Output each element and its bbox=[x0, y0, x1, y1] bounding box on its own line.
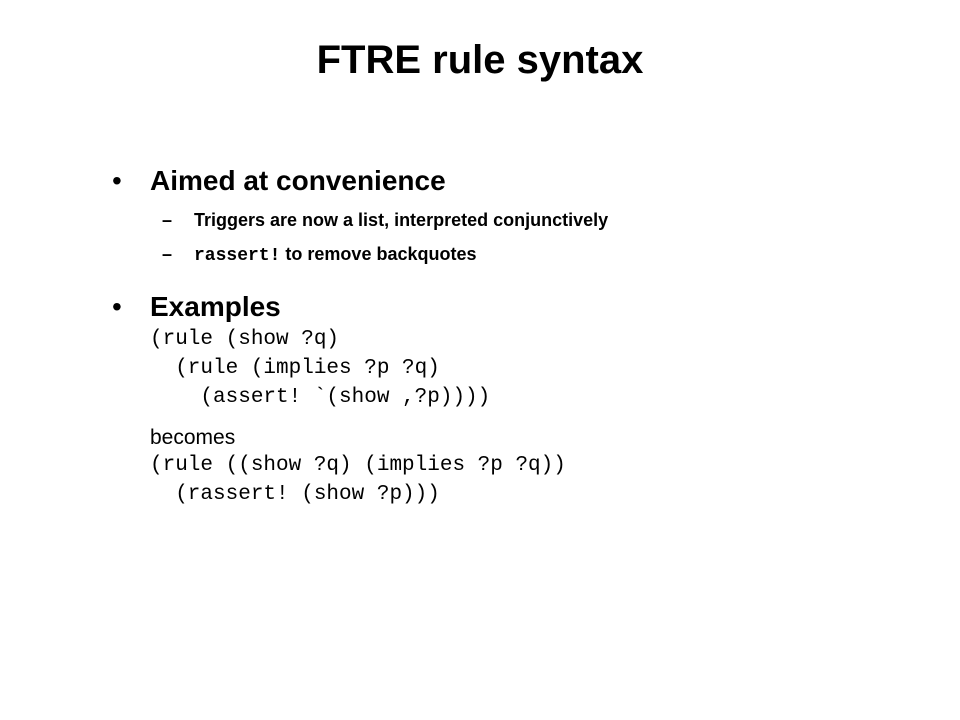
bullet-dot-icon: • bbox=[112, 165, 122, 196]
sub-bullet-text: Triggers are now a list, interpreted con… bbox=[194, 210, 609, 230]
dash-icon: – bbox=[162, 244, 173, 264]
code-line: (rassert! (show ?p))) bbox=[150, 483, 440, 506]
code-example-after: (rule ((show ?q) (implies ?p ?q)) (rasse… bbox=[150, 451, 912, 509]
sub-bullet-triggers: – Triggers are now a list, interpreted c… bbox=[112, 203, 912, 237]
slide-title: FTRE rule syntax bbox=[316, 38, 644, 82]
becomes-label: becomes bbox=[150, 426, 236, 449]
bullet-aimed-at-convenience: • Aimed at convenience bbox=[112, 163, 912, 199]
sub-bullet-rassert: – rassert! to remove backquotes bbox=[112, 237, 912, 273]
dash-icon: – bbox=[162, 210, 173, 230]
sub-bullet-text: to remove backquotes bbox=[280, 244, 477, 264]
code-line: (rule ((show ?q) (implies ?p ?q)) bbox=[150, 454, 566, 477]
bullet-text: Examples bbox=[150, 291, 281, 322]
code-example-before: (rule (show ?q) (rule (implies ?p ?q) (a… bbox=[150, 325, 912, 412]
spacer bbox=[112, 273, 912, 289]
code-line: (rule (implies ?p ?q) bbox=[150, 357, 440, 380]
sub-bullet-list: – Triggers are now a list, interpreted c… bbox=[112, 203, 912, 273]
code-line: (rule (show ?q) bbox=[150, 328, 340, 351]
bullet-text: Aimed at convenience bbox=[150, 165, 446, 196]
slide-content: • Aimed at convenience – Triggers are no… bbox=[112, 163, 912, 509]
code-line: (assert! `(show ,?p)))) bbox=[150, 386, 491, 409]
bullet-examples: • Examples bbox=[112, 289, 912, 325]
bullet-dot-icon: • bbox=[112, 291, 122, 322]
inline-code: rassert! bbox=[194, 246, 281, 266]
